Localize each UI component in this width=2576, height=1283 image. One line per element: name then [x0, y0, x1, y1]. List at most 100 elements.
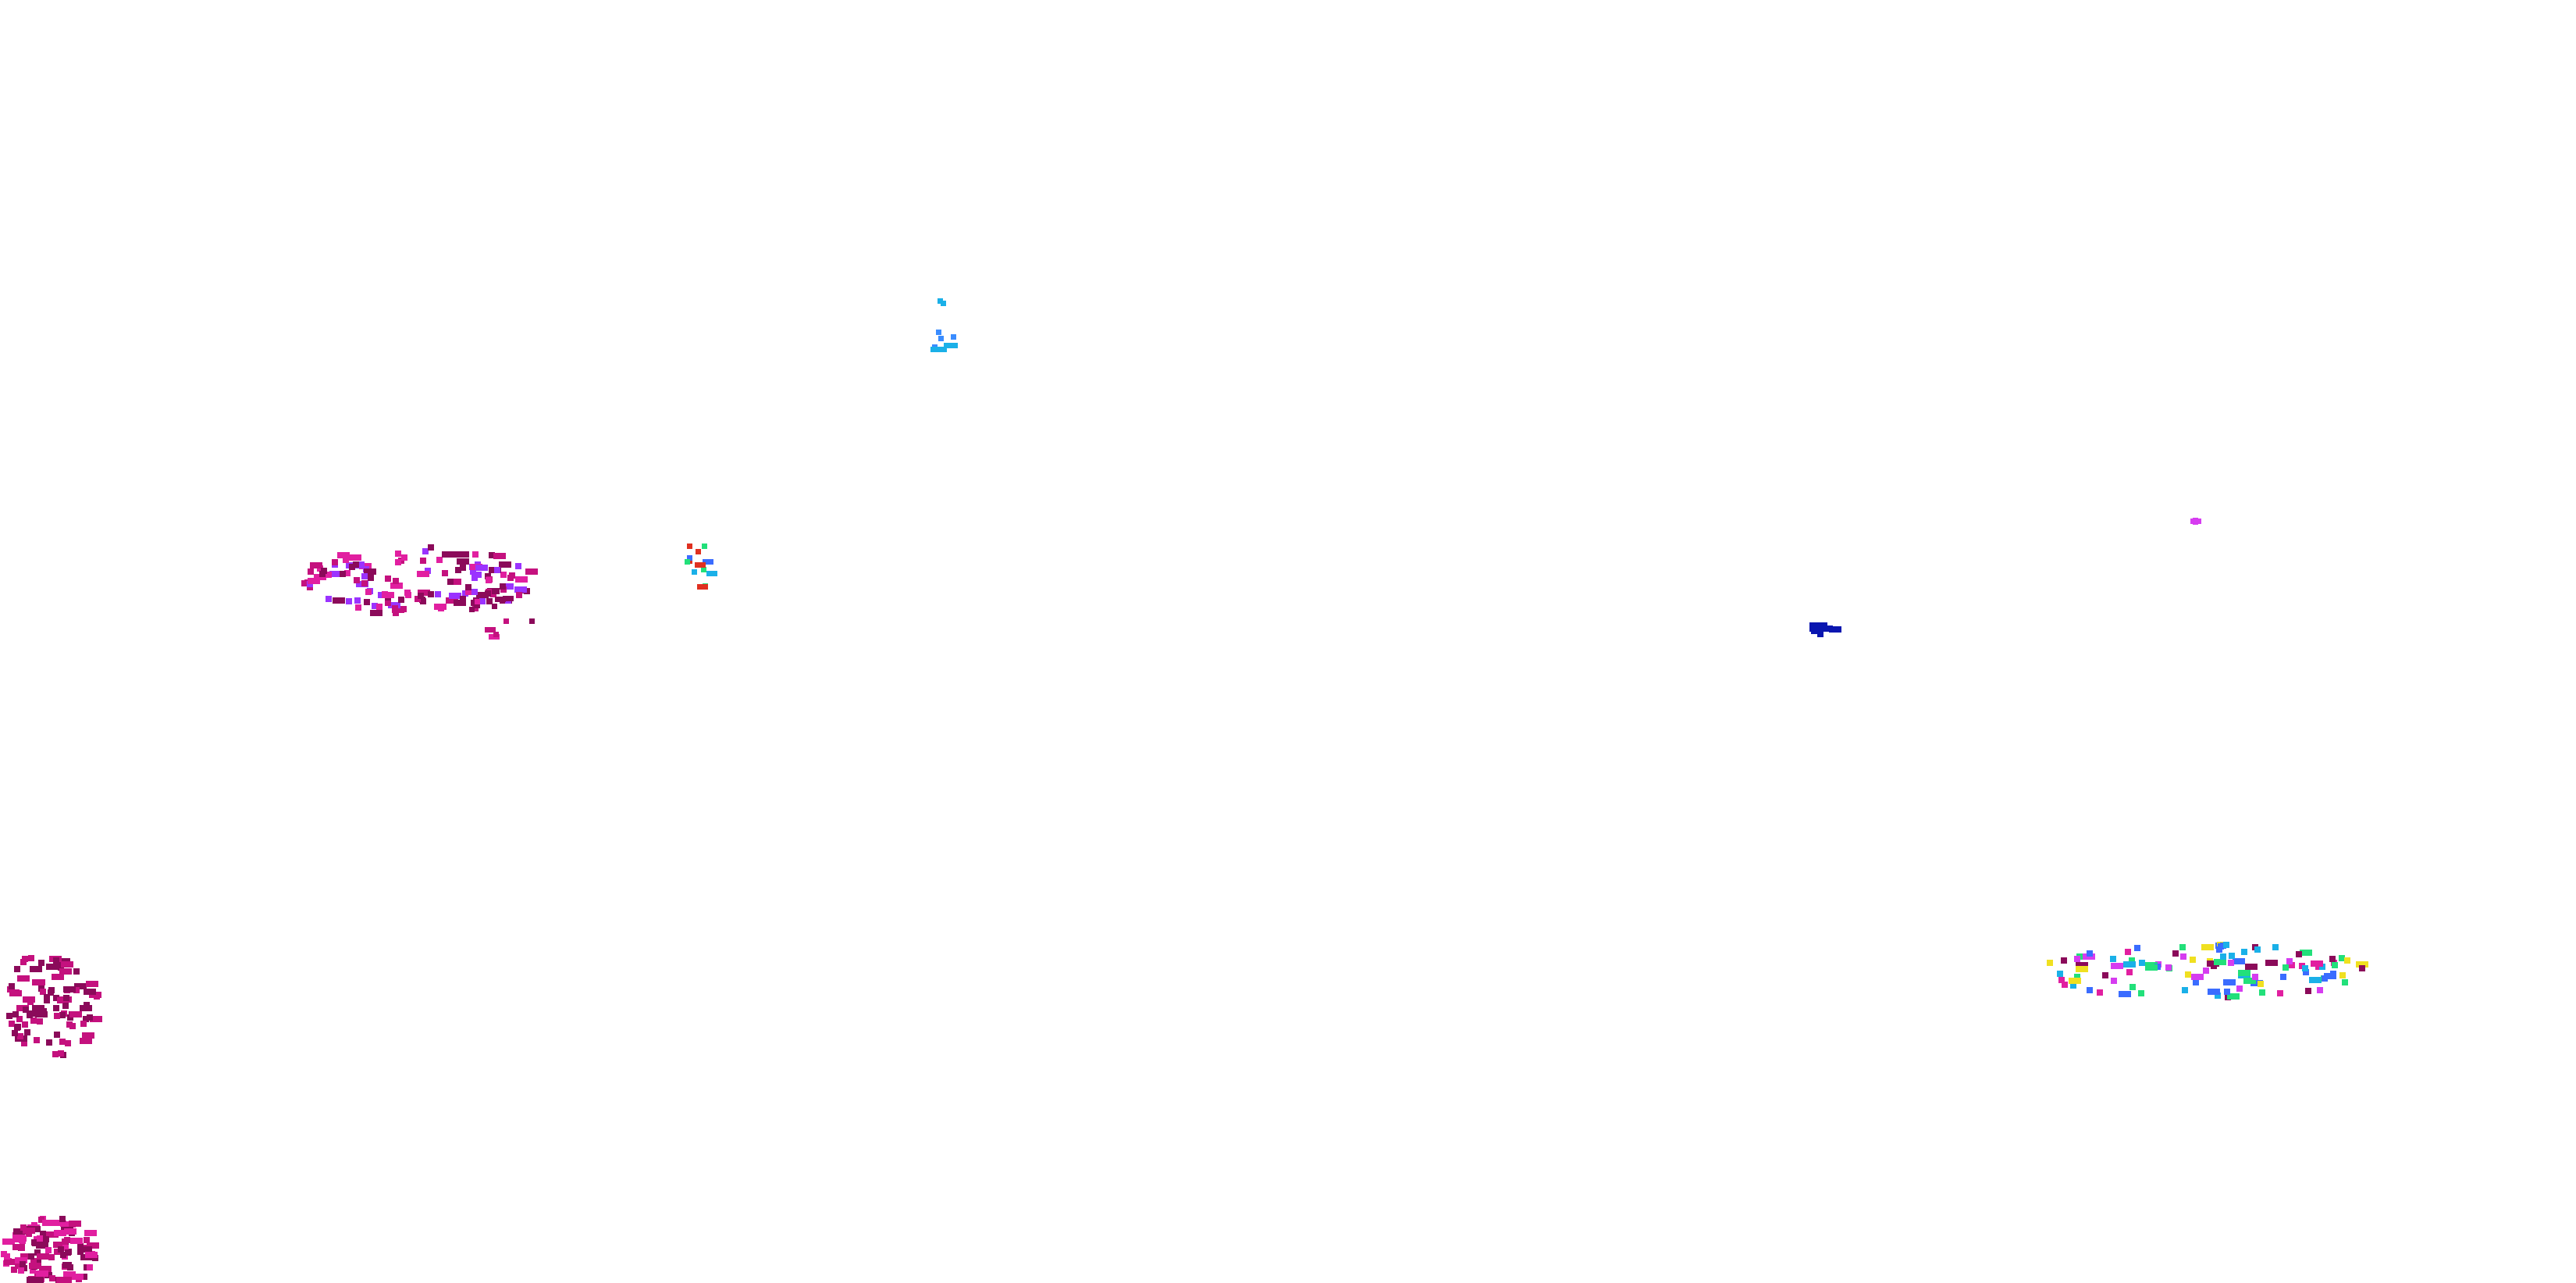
pixel-mark — [685, 559, 690, 565]
pixel-mark — [696, 549, 701, 554]
pixel-mark — [2097, 989, 2103, 996]
pixel-mark — [451, 551, 464, 558]
pixel-mark — [2203, 968, 2209, 974]
pixel-mark — [460, 596, 466, 602]
pixel-mark — [33, 979, 45, 985]
pixel-mark — [494, 567, 500, 573]
pixel-mark — [46, 964, 59, 970]
pixel-mark — [516, 592, 522, 598]
pixel-mark — [417, 571, 429, 577]
pixel-mark — [38, 960, 44, 966]
pixel-mark — [54, 1230, 66, 1236]
pixel-mark — [941, 301, 946, 306]
cluster-mid-left — [301, 544, 538, 616]
pixel-mark — [378, 592, 384, 598]
pixel-mark — [951, 334, 956, 340]
pixel-mark — [9, 1021, 15, 1027]
pixel-mark — [2145, 964, 2158, 971]
pixel-mark — [94, 993, 100, 1000]
pixel-mark — [63, 986, 76, 993]
pixel-mark — [354, 577, 360, 583]
pixel-mark — [24, 1029, 30, 1035]
pixel-mark — [2087, 950, 2093, 957]
pixel-mark — [428, 544, 434, 551]
pixel-mark — [455, 567, 461, 573]
pixel-mark — [365, 589, 372, 595]
pixel-mark — [64, 1228, 76, 1235]
pixel-mark — [2129, 984, 2136, 990]
pixel-mark — [59, 1039, 66, 1045]
pixel-mark — [503, 596, 514, 601]
pixel-mark — [395, 559, 401, 565]
pixel-mark — [2211, 963, 2217, 969]
pixel-mark — [1821, 622, 1827, 629]
pixel-mark — [687, 555, 692, 561]
pixel-mark — [2252, 974, 2258, 980]
cluster-center-right — [1809, 622, 1841, 637]
pixel-mark — [65, 1040, 71, 1046]
pixel-mark — [48, 989, 54, 996]
pixel-mark — [495, 597, 506, 602]
pixel-mark — [2058, 977, 2065, 983]
pixel-mark — [85, 1252, 98, 1258]
pixel-mark — [501, 583, 514, 590]
pixel-mark — [2238, 970, 2250, 976]
pixel-mark — [493, 553, 506, 559]
pixel-mark — [361, 580, 368, 586]
pixel-mark — [1829, 626, 1841, 633]
pixel-mark — [706, 571, 717, 576]
pixel-mark — [354, 597, 361, 604]
pixel-mark — [80, 1038, 92, 1044]
pixel-mark — [2305, 988, 2311, 994]
pixel-mark — [34, 1037, 40, 1043]
pixel-mark — [2180, 953, 2186, 960]
pixel-mark — [489, 552, 495, 558]
pixel-mark — [2061, 957, 2067, 964]
pixel-mark — [695, 562, 706, 568]
pixel-mark — [2342, 979, 2348, 985]
pixel-mark — [333, 597, 345, 604]
pixel-mark — [37, 1018, 43, 1025]
pixel-mark — [2254, 946, 2261, 953]
pixel-mark — [515, 563, 521, 569]
pixel-mark — [2123, 961, 2136, 968]
pixel-mark — [358, 561, 365, 568]
pixel-mark — [475, 565, 488, 571]
pixel-mark — [73, 968, 80, 975]
pixel-mark — [13, 1236, 26, 1242]
pixel-mark — [2087, 987, 2093, 993]
pixel-mark — [326, 596, 332, 602]
pixel-mark — [53, 957, 59, 964]
pixel-mark — [418, 593, 424, 599]
pixel-mark — [422, 548, 429, 554]
pixel-mark — [487, 588, 500, 594]
pixel-mark — [398, 597, 404, 603]
pixel-mark — [2309, 977, 2322, 983]
pixel-mark — [2241, 949, 2247, 955]
pixel-mark — [469, 607, 475, 612]
pixel-mark — [40, 989, 46, 995]
pixel-mark — [372, 603, 378, 609]
pixel-mark — [687, 543, 692, 549]
cluster-right-top — [2190, 518, 2201, 525]
pixel-mark — [58, 1246, 64, 1253]
pixel-mark — [2330, 971, 2336, 977]
pixel-mark — [63, 1271, 76, 1278]
pixel-mark — [470, 568, 476, 575]
pixel-mark — [460, 565, 466, 571]
pixel-mark — [2243, 978, 2256, 984]
pixel-mark — [2134, 945, 2140, 951]
pixel-mark — [63, 995, 69, 1001]
pixel-mark — [61, 961, 73, 968]
pixel-mark — [936, 330, 941, 335]
pixel-mark — [52, 1051, 59, 1057]
pixel-mark — [84, 1002, 90, 1008]
pixel-mark — [59, 968, 72, 975]
pixel-mark — [59, 1012, 66, 1018]
pixel-mark — [27, 1012, 33, 1018]
pixel-mark — [457, 558, 469, 565]
pixel-mark — [22, 956, 28, 962]
pixel-mark — [23, 1228, 35, 1234]
pixel-mark — [69, 1221, 81, 1227]
